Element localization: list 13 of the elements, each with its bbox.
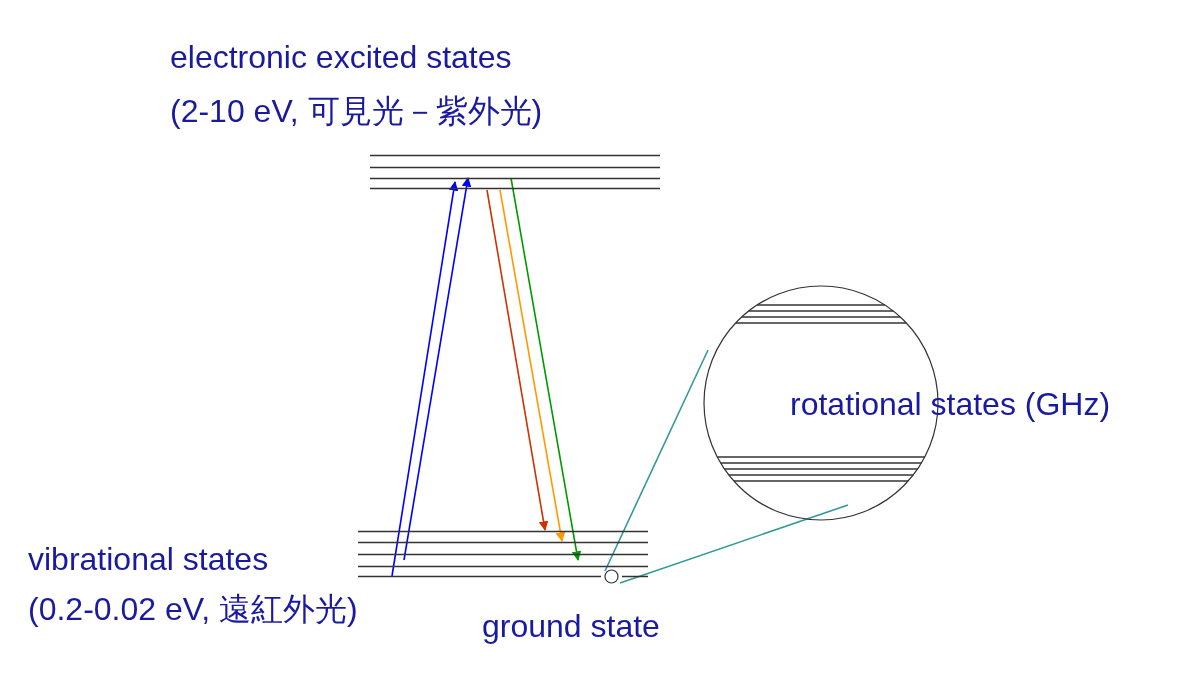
transition-arrow: [486, 189, 549, 531]
zoom-line: [604, 349, 709, 572]
magnifier-circle: [604, 569, 619, 584]
transition-arrow: [403, 177, 472, 561]
energy-range-label: (2-10 eV, 可見光－紫外光): [170, 92, 543, 130]
energy-range-label: (0.2-0.02 eV, 遠紅外光): [28, 590, 358, 628]
transition-arrow: [499, 189, 566, 542]
transition-arrow: [391, 181, 459, 577]
state-caption: ground state: [482, 607, 660, 645]
zoom-line: [619, 504, 849, 584]
level-label: vibrational states: [28, 540, 269, 578]
level-label: electronic excited states: [170, 38, 512, 76]
transition-arrow: [510, 177, 582, 561]
